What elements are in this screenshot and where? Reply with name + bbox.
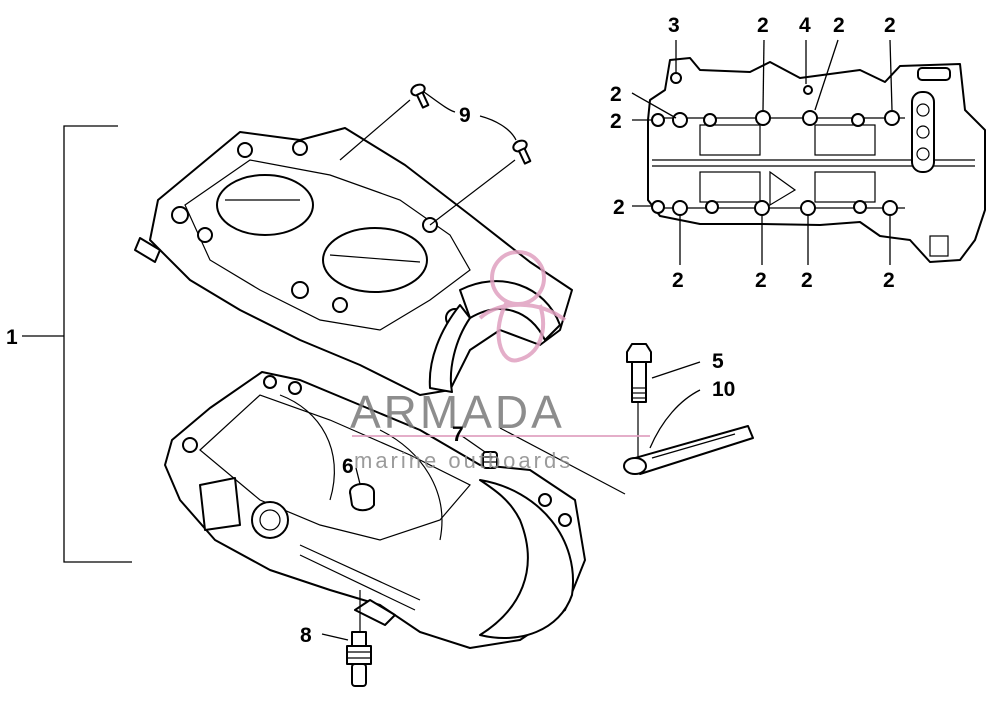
upper-crankcase-half xyxy=(134,127,573,396)
callout-2: 2 xyxy=(884,14,896,37)
callout-2: 2 xyxy=(883,269,895,292)
callout-6: 6 xyxy=(342,455,354,478)
callout-3: 3 xyxy=(668,14,680,37)
part-7-plug xyxy=(461,435,498,469)
callout-2: 2 xyxy=(610,110,622,133)
callout-9: 9 xyxy=(459,104,471,127)
callout-2: 2 xyxy=(801,269,813,292)
part-6-dowel xyxy=(349,467,375,512)
callout-2: 2 xyxy=(757,14,769,37)
part-9-screws xyxy=(339,83,532,226)
callout-5: 5 xyxy=(712,350,724,373)
part-8-fitting xyxy=(321,631,372,687)
callout-2: 2 xyxy=(610,83,622,106)
callout-8: 8 xyxy=(300,624,312,647)
callout-10: 10 xyxy=(712,378,735,401)
callout-2: 2 xyxy=(672,269,684,292)
callout-2: 2 xyxy=(613,196,625,219)
callout-4: 4 xyxy=(799,14,811,37)
callout-2: 2 xyxy=(833,14,845,37)
assembly-bracket xyxy=(22,125,132,563)
lower-crankcase-half xyxy=(164,371,586,649)
gasket-detail-view xyxy=(647,57,986,263)
armada-watermark: ARMADA marine outboards xyxy=(350,250,650,473)
watermark-tagline: marine outboards xyxy=(354,448,573,473)
part-10-bracket xyxy=(499,389,754,495)
callout-2: 2 xyxy=(755,269,767,292)
callout-labels: 1 2 2 2 2 2 2 2 2 2 2 3 4 5 6 7 8 9 10 xyxy=(6,14,896,647)
part-5-bolt xyxy=(626,343,701,458)
detail-leader-lines xyxy=(631,39,893,265)
watermark-brand: ARMADA xyxy=(350,386,565,438)
armada-logo-icon xyxy=(478,250,567,363)
callout-7: 7 xyxy=(452,423,464,446)
callout-1: 1 xyxy=(6,326,18,349)
